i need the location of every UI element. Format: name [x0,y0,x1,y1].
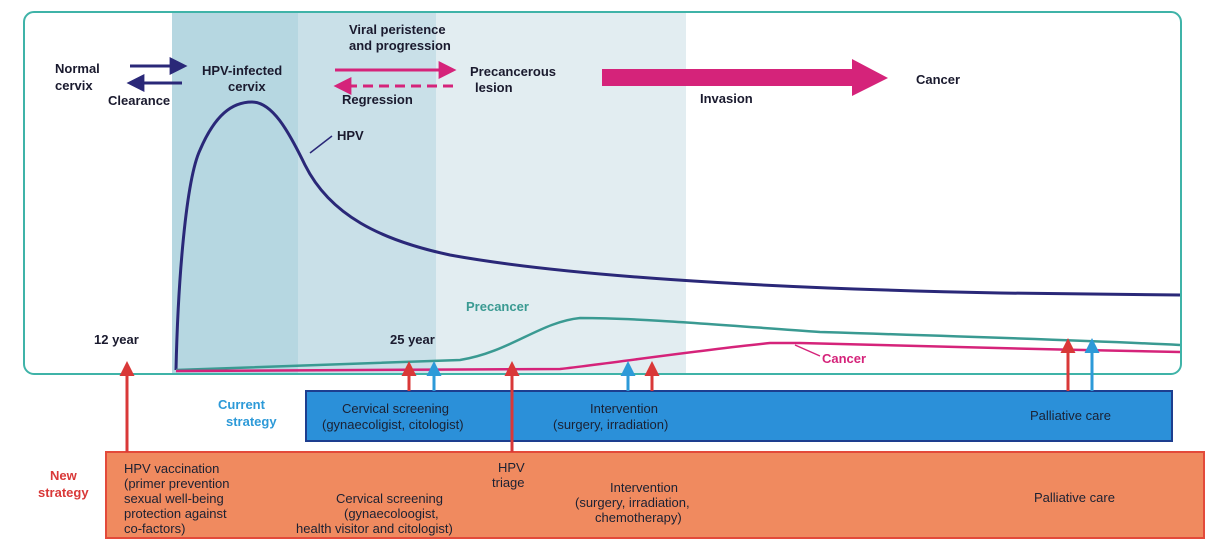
new-strategy-box [105,451,1205,539]
cancer-label-leader [794,344,821,357]
cancer-stage-label: Cancer [916,72,960,87]
new-intervention: Intervention (surgery, irradiation, chem… [575,480,693,525]
shade-band-infection [172,12,298,374]
hpv-infected-label: HPV-infected cervix [202,63,286,94]
new-hpv-vaccination: HPV vaccination (primer prevention sexua… [124,461,233,536]
invasion-label: Invasion [700,91,753,106]
age-25-label: 25 year [390,332,435,347]
viral-persistence-label: Viral peristence and progression [349,22,451,53]
new-hpv-triage: HPV triage [492,460,528,490]
cancer-curve-label: Cancer [822,351,866,366]
age-12-label: 12 year [94,332,139,347]
regression-label: Regression [342,92,413,107]
new-cervical-screening: Cervical screening (gynaecoloogist, heal… [296,491,453,536]
hpv-label-leader [309,135,333,154]
current-strategy-label: Current strategy [218,397,277,429]
precancer-curve [175,316,1181,372]
precancerous-lesion-label: Precancerous lesion [470,64,560,95]
hpv-curve-label: HPV [337,128,364,143]
shade-band-persistence [298,12,436,374]
invasion-arrow [602,59,888,96]
clearance-label: Clearance [108,93,170,108]
current-intervention: Intervention (surgery, irradiation) [553,401,668,432]
hpv-curve [174,100,1181,371]
normal-cervix-label: Normal cervix [55,61,103,93]
current-strategy-box [305,390,1173,442]
current-cervical-screening: Cervical screening (gynaecoligist, citol… [322,401,464,432]
current-palliative-care: Palliative care [1030,408,1111,423]
precancer-curve-label: Precancer [466,299,529,314]
new-strategy-label: New strategy [38,468,89,500]
timeline-frame [23,11,1182,375]
new-palliative-care: Palliative care [1034,490,1115,505]
